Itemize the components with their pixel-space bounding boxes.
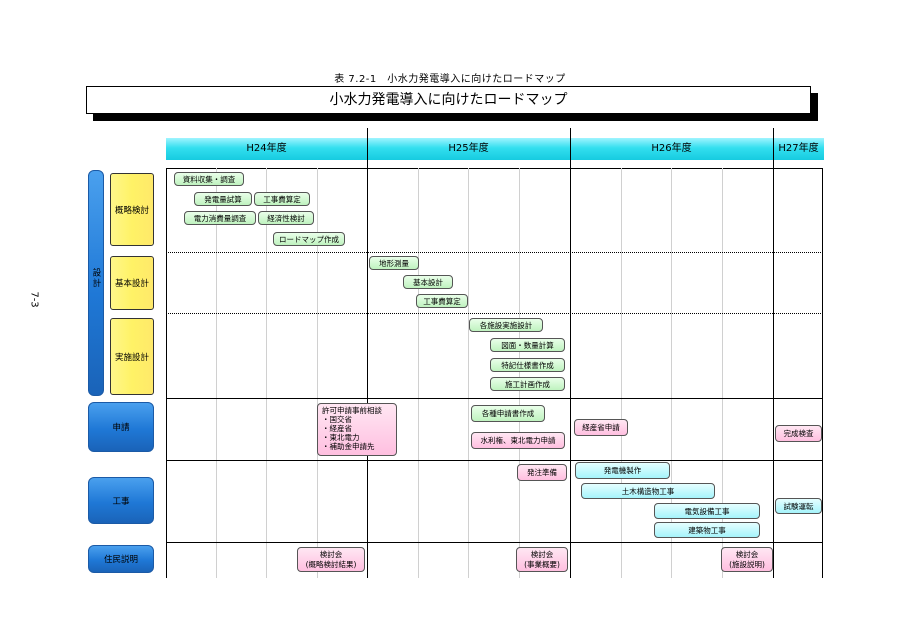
kentou-title: 検討会: [530, 550, 554, 559]
year-h26: H26年度: [651, 143, 692, 154]
year-h27: H27年度: [778, 143, 819, 154]
year-divider: [367, 128, 368, 578]
task-kenchiku: 建築物工事: [654, 522, 760, 538]
kyoka-line: ・補助金申請先: [322, 442, 375, 451]
residents-phase: 住民説明: [88, 545, 154, 573]
month-gridline: [519, 168, 520, 578]
task-kakushisetsu: 各施設実施設計: [469, 318, 543, 332]
task-suiriken: 水利権、東北電力申請: [471, 432, 565, 449]
sub-jisshi: 実施設計: [110, 318, 154, 395]
design-phase-bar: [88, 170, 104, 396]
kentou-title: 検討会: [735, 550, 759, 559]
year-divider: [773, 128, 774, 578]
kyoka-line: ・経産省: [322, 424, 352, 433]
row-divider: [166, 398, 823, 399]
task-denryoku-chosa: 電力消費量調査: [184, 211, 256, 225]
month-gridline: [266, 168, 267, 578]
task-keisansho: 経産省申請: [574, 419, 628, 436]
task-kansei: 完成検査: [775, 425, 822, 442]
month-gridline: [468, 168, 469, 578]
row-divider: [166, 252, 823, 253]
task-seko: 施工計画作成: [490, 377, 565, 391]
task-shiunten: 試験運転: [775, 498, 822, 514]
task-tokki: 特記仕様書作成: [490, 358, 565, 372]
kyoka-line: ・国交省: [322, 415, 352, 424]
month-gridline: [671, 168, 672, 578]
month-gridline: [621, 168, 622, 578]
design-phase-label: 設計: [91, 268, 101, 289]
task-kentou-2: 検討会 (事業概要): [516, 547, 568, 572]
month-gridline: [418, 168, 419, 578]
table-caption: 表 7.2-1 小水力発電導入に向けたロードマップ: [334, 74, 566, 85]
kentou-sub: (施設説明): [729, 560, 765, 569]
row-divider: [166, 542, 823, 543]
sub-kihon: 基本設計: [110, 256, 154, 310]
task-kyoka-consult: 許可申請事前相談 ・国交省 ・経産省 ・東北電力 ・補助金申請先: [317, 403, 397, 456]
kentou-title: 検討会: [319, 550, 343, 559]
task-koujihi2: 工事費算定: [416, 294, 468, 308]
kentou-sub: (概略検討結果): [305, 560, 357, 569]
kyoka-title: 許可申請事前相談: [322, 406, 382, 415]
timeline-bar: [166, 138, 824, 160]
construction-phase: 工事: [88, 477, 154, 524]
task-denki: 電気設備工事: [654, 503, 760, 519]
task-hatsudenki: 発電機製作: [575, 462, 670, 479]
task-hatsuden-shisan: 発電量試算: [194, 192, 252, 206]
year-h24: H24年度: [246, 143, 287, 154]
task-zumen: 図面・数量計算: [490, 338, 565, 352]
task-kihon: 基本設計: [403, 275, 453, 289]
row-divider: [166, 460, 823, 461]
kentou-sub: (事業概要): [524, 560, 560, 569]
roadmap-title: 小水力発電導入に向けたロードマップ: [86, 86, 811, 114]
task-keizai: 経済性検討: [258, 211, 314, 225]
row-divider: [166, 313, 823, 314]
task-kentou-1: 検討会 (概略検討結果): [297, 547, 365, 572]
page-number: 7-3: [28, 291, 40, 308]
month-gridline: [317, 168, 318, 578]
month-gridline: [216, 168, 217, 578]
task-kakushu: 各種申請書作成: [471, 405, 545, 422]
year-divider: [570, 128, 571, 578]
application-phase: 申請: [88, 402, 154, 452]
year-h25: H25年度: [448, 143, 489, 154]
task-shiryo: 資料収集・調査: [174, 172, 244, 186]
sub-gaiyaku: 概略検討: [110, 173, 154, 246]
task-hatchu: 発注準備: [517, 464, 567, 481]
task-koujihi: 工事費算定: [254, 192, 310, 206]
task-roadmap: ロードマップ作成: [273, 232, 345, 246]
month-gridline: [722, 168, 723, 578]
schedule-grid: [166, 168, 823, 578]
kyoka-line: ・東北電力: [322, 433, 360, 442]
task-kentou-3: 検討会 (施設説明): [721, 547, 773, 572]
task-doboku: 土木構造物工事: [581, 483, 715, 499]
task-chikei: 地形測量: [369, 256, 419, 270]
